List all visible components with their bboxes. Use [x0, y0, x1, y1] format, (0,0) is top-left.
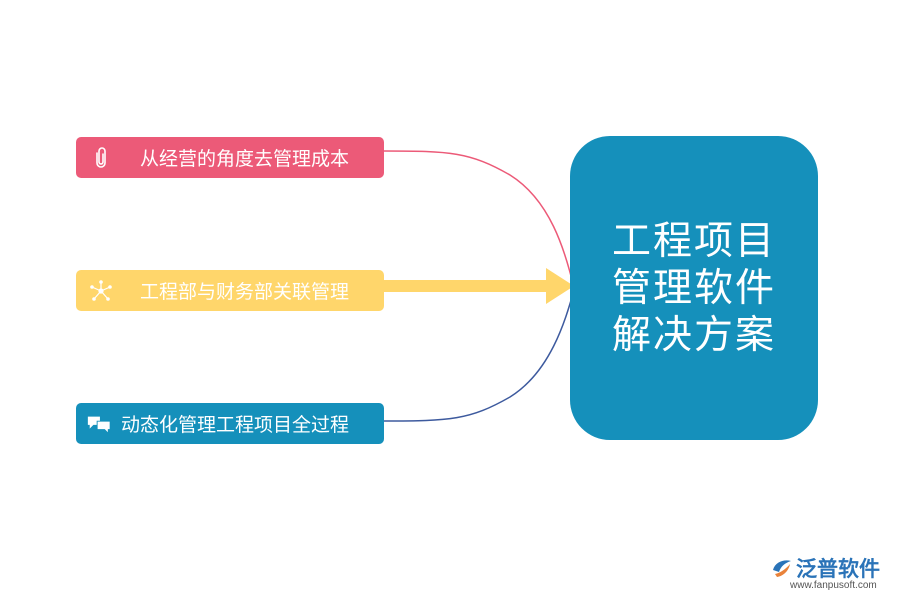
logo-name: 泛普软件	[796, 557, 880, 581]
central-node: 工程项目管理软件解决方案	[570, 136, 818, 440]
network-icon	[88, 278, 114, 304]
chat-bubbles-icon	[86, 411, 112, 437]
connector-bottom	[383, 289, 575, 422]
brand-logo: 泛普软件 www.fanpusoft.com	[770, 556, 890, 596]
central-title: 工程项目管理软件解决方案	[611, 218, 776, 358]
item-label: 从经营的角度去管理成本	[140, 148, 350, 170]
arrow-head	[546, 268, 574, 304]
connector-top	[383, 150, 575, 289]
item-dept-finance-link: 工程部与财务部关联管理	[76, 270, 384, 311]
arrow-shaft	[384, 280, 548, 292]
paperclip-icon	[88, 145, 114, 171]
logo-url: www.fanpusoft.com	[790, 580, 877, 591]
item-manage-cost: 从经营的角度去管理成本	[76, 137, 384, 178]
item-label: 动态化管理工程项目全过程	[121, 414, 350, 436]
item-dynamic-process: 动态化管理工程项目全过程	[76, 403, 384, 444]
logo-mark-icon	[773, 560, 791, 577]
item-label: 工程部与财务部关联管理	[140, 281, 350, 303]
